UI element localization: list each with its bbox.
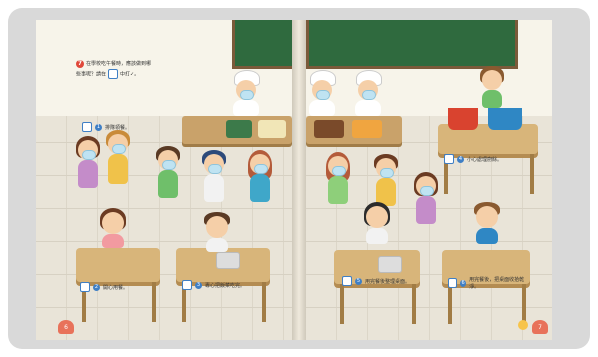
right-page: 7 [306,20,552,340]
vegetable-pan [226,120,252,138]
egg-pan [258,120,286,138]
page-number-right: 7 [532,320,548,334]
option-number: 4 [457,155,464,163]
option-text: 用完餐後，把桌面收拾乾淨。 [469,277,525,290]
meat-pan [314,120,344,138]
lightbulb-icon [518,320,528,330]
option-number: 5 [355,277,362,285]
food-waste-bin [448,108,478,130]
answer-box-sample [108,69,119,79]
curry-pan [352,120,382,138]
dining-table [76,248,160,282]
option-text: 專心把飯菜吃完。 [205,282,246,289]
option-number: 3 [195,281,202,289]
food-tray [216,252,240,269]
question-number-badge: 7 [76,60,84,68]
option-number: 6 [460,279,467,287]
left-page: 6 [36,20,292,340]
option-checkbox[interactable] [182,280,192,290]
check-icon: ✓ [130,71,135,78]
option-text: 排隊領餐。 [105,124,131,131]
option-number: 1 [95,123,102,131]
chalkboard [232,20,292,69]
food-tray [378,256,402,273]
question-period: 。 [134,71,140,78]
soup-waste-bin [488,108,522,130]
option-text: 用完餐後整理桌面。 [365,278,411,285]
question-line-1: 在學校吃午餐時，應該做到哪 [86,61,152,67]
option-checkbox[interactable] [82,122,92,132]
question-line-2: 些事呢？請在 [76,71,107,78]
option-text: 小心處理廚餘。 [467,156,503,163]
option-text: 開心用餐。 [103,284,129,291]
option-checkbox[interactable] [448,278,457,288]
page-number-left: 6 [58,320,74,334]
book-gutter [292,20,306,340]
option-number: 2 [93,283,100,291]
option-checkbox[interactable] [444,154,454,164]
option-checkbox[interactable] [342,276,352,286]
question-line-2-end: 中打 [120,71,131,78]
option-checkbox[interactable] [80,282,90,292]
chalkboard [306,20,518,69]
